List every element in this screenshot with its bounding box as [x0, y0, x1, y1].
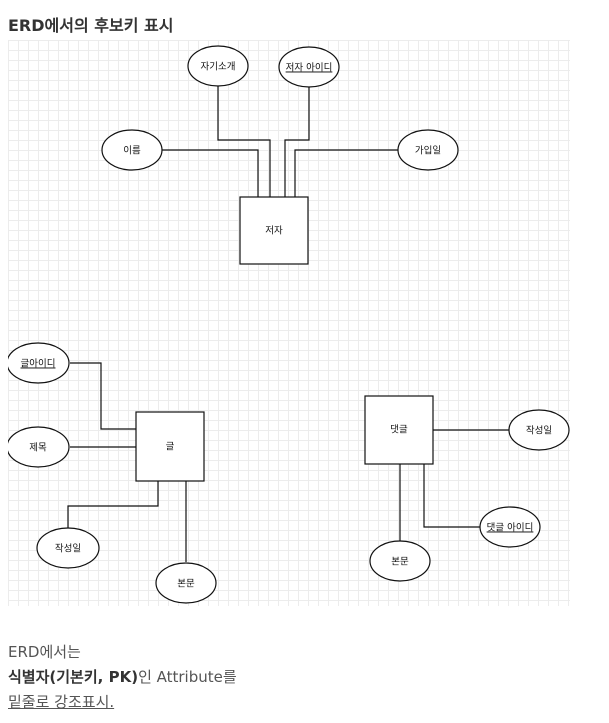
connector-author-joined	[294, 149, 398, 197]
entity-comment	[364, 395, 434, 465]
attr-author-intro	[187, 45, 249, 87]
attr-comment-body	[369, 540, 431, 582]
entity-post-label: 글	[166, 442, 175, 453]
attr-post-title	[8, 426, 70, 468]
caption-line-1: ERD에서는	[8, 643, 81, 661]
connector-author-name	[162, 149, 259, 197]
attr-comment-created	[508, 409, 570, 451]
attr-post-created	[36, 527, 100, 569]
connector-comment-id	[423, 464, 484, 528]
attr-post-created-label: 작성일	[55, 544, 81, 555]
attr-post-id	[8, 342, 70, 384]
entity-author	[239, 196, 309, 265]
erd-canvas: 저자 글 댓글 자기소개 저자 아이디 이름 가입일 글아이디 제목 작성일 본…	[8, 45, 570, 604]
connector-author-id	[284, 87, 310, 197]
attr-author-name-label: 이름	[123, 146, 141, 157]
attr-post-body-label: 본문	[177, 579, 195, 590]
attr-author-joined-label: 가입일	[415, 145, 441, 157]
attr-comment-body-label: 본문	[391, 557, 409, 568]
attr-comment-id	[479, 506, 541, 548]
connector-post-id	[70, 362, 136, 430]
erd-diagram: 저자 글 댓글 자기소개 저자 아이디 이름 가입일 글아이디 제목 작성일 본…	[8, 40, 570, 606]
attr-author-id	[278, 46, 340, 88]
attr-author-intro-label: 자기소개	[201, 62, 236, 73]
attr-post-body	[155, 562, 217, 604]
attr-comment-created-label: 작성일	[526, 426, 552, 437]
caption: ERD에서는 식별자(기본키, PK)인 Attribute를 밑줄로 강조표시…	[8, 640, 237, 715]
connector-author-intro	[217, 86, 271, 197]
attr-author-joined	[397, 129, 459, 171]
entity-comment-label: 댓글	[390, 425, 408, 436]
entity-author-label: 저자	[265, 226, 283, 237]
attr-post-title-label: 제목	[29, 443, 47, 454]
caption-attribute-text: 인 Attribute를	[138, 668, 237, 686]
caption-line-3: 밑줄로 강조표시.	[8, 693, 115, 711]
connector-post-created	[67, 481, 159, 533]
entity-post	[135, 411, 205, 482]
attr-comment-id-label: 댓글 아이디	[487, 523, 534, 534]
caption-pk-text: 식별자(기본키, PK)	[8, 668, 139, 686]
attr-post-id-label: 글아이디	[21, 359, 56, 370]
caption-line-2: 식별자(기본키, PK)인 Attribute를	[8, 665, 237, 690]
attr-author-name	[101, 129, 163, 171]
page-title: ERD에서의 후보키 표시	[8, 16, 174, 35]
attr-author-id-label: 저자 아이디	[286, 63, 333, 74]
